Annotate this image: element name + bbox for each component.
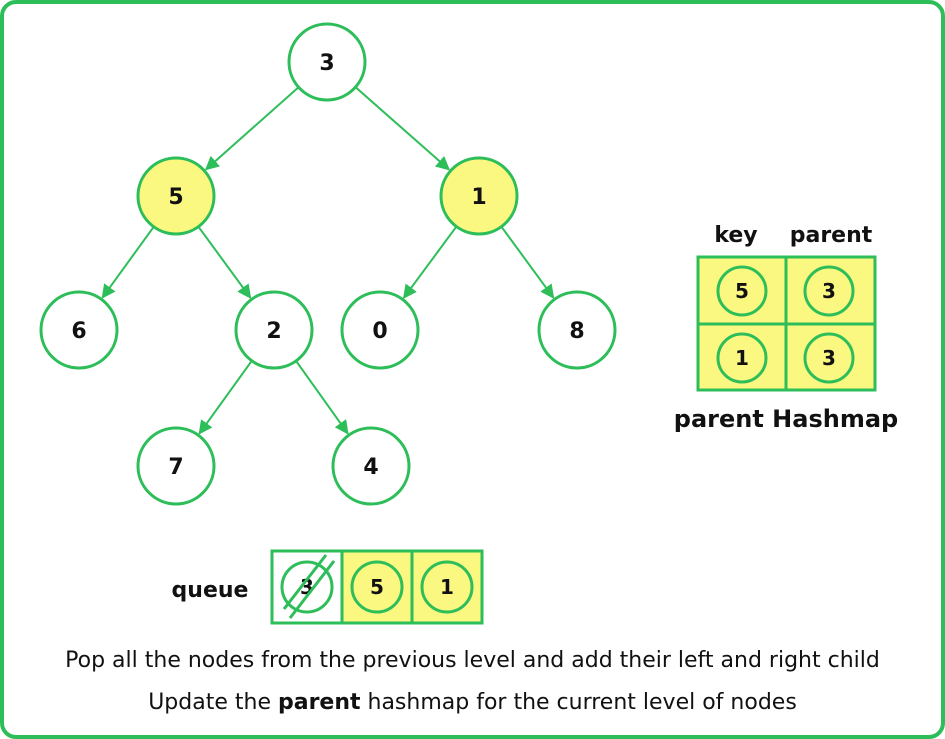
edge-3-1 <box>354 86 451 171</box>
hashmap-key-value: 1 <box>735 346 749 370</box>
edge-1-0 <box>402 225 458 299</box>
edge-5-6 <box>101 226 155 299</box>
tree-node-3: 3 <box>287 22 367 102</box>
caption-line-2: Update the parent hashmap for the curren… <box>0 690 945 715</box>
tree-node-0: 0 <box>340 290 420 370</box>
queue-label: queue <box>172 578 249 603</box>
hashmap-parent-header: parent <box>790 223 873 248</box>
tree-node-label: 8 <box>569 319 584 344</box>
tree-node-label: 7 <box>168 455 183 480</box>
caption-line-1-text: Pop all the nodes from the previous leve… <box>65 648 880 673</box>
hashmap-title: parent Hashmap <box>674 405 898 433</box>
parent-hashmap: key parent 5 3 1 3 parent Hashmap <box>674 223 898 433</box>
tree-node-8: 8 <box>537 290 617 370</box>
hashmap-key-header: key <box>714 223 757 248</box>
tree-edges <box>101 86 555 435</box>
tree-node-6: 6 <box>39 290 119 370</box>
hashmap-parent-value: 3 <box>822 279 836 303</box>
caption-line-2-end: hashmap for the current level of nodes <box>360 690 797 715</box>
hashmap-parent-cell: 3 <box>803 332 855 384</box>
caption-line-2-bold: parent <box>277 690 361 715</box>
queue-cell-1: 1 <box>410 549 484 625</box>
tree-node-label: 2 <box>266 319 281 344</box>
tree-node-label: 3 <box>319 51 334 76</box>
tree-node-label: 0 <box>372 319 387 344</box>
strike-line <box>288 560 336 619</box>
hashmap-key-cell: 5 <box>716 265 768 317</box>
strike-line <box>282 554 328 610</box>
hashmap-key-value: 5 <box>735 279 749 303</box>
tree-node-1: 1 <box>439 156 519 236</box>
queue: queue 3 5 1 <box>172 549 484 625</box>
tree-node-5: 5 <box>136 156 216 236</box>
queue-value: 1 <box>440 575 454 599</box>
tree-node-label: 1 <box>471 185 486 210</box>
hashmap-parent-cell: 3 <box>803 265 855 317</box>
hashmap-parent-value: 3 <box>822 346 836 370</box>
tree-node-4: 4 <box>331 426 411 506</box>
caption-line-2-start: Update the <box>148 690 278 715</box>
edge-3-5 <box>204 86 300 171</box>
tree-node-label: 6 <box>71 319 86 344</box>
edge-2-4 <box>295 360 349 435</box>
tree-node-2: 2 <box>234 290 314 370</box>
tree-nodes: 3 5 1 6 2 0 8 7 4 <box>39 22 617 506</box>
edge-5-2 <box>197 226 252 299</box>
hashmap-key-cell: 1 <box>716 332 768 384</box>
tree-node-7: 7 <box>136 426 216 506</box>
queue-value: 5 <box>370 575 384 599</box>
edge-1-8 <box>500 226 555 299</box>
edge-2-7 <box>198 360 253 435</box>
caption-line-1: Pop all the nodes from the previous leve… <box>0 648 945 673</box>
tree-node-label: 4 <box>363 455 378 480</box>
tree-node-label: 5 <box>168 185 183 210</box>
queue-cell-5: 5 <box>340 549 414 625</box>
queue-cell-3: 3 <box>270 549 344 625</box>
